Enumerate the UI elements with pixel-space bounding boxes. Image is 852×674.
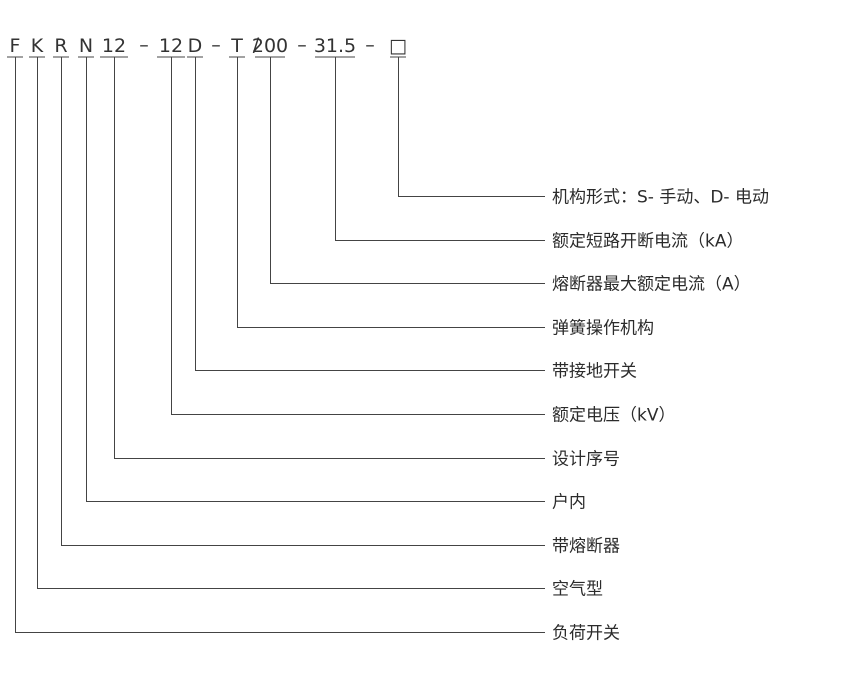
segment-meaning-label: 机构形式：S- 手动、D- 电动 [552, 188, 769, 208]
connector-line [237, 57, 545, 328]
segment-meaning-label: 负荷开关 [552, 624, 620, 644]
code-segment: 31.5 [314, 35, 356, 57]
connector-line [37, 57, 545, 589]
code-segment: K [31, 35, 44, 57]
connector-line [270, 57, 545, 284]
code-separator: – [365, 34, 375, 56]
code-separator: / [253, 34, 260, 56]
connector-line [335, 57, 545, 241]
connector-line [195, 57, 545, 371]
connector-line [114, 57, 545, 459]
code-separator: – [211, 34, 221, 56]
code-segment: 12 [159, 35, 183, 57]
segment-meaning-label: 设计序号 [552, 450, 620, 470]
segment-meaning-label: 带熔断器 [552, 537, 620, 557]
connector-line [61, 57, 545, 546]
code-separator: – [297, 34, 307, 56]
segment-meaning-label: 户内 [552, 493, 586, 513]
connector-lines [15, 57, 545, 633]
code-separator: – [139, 34, 149, 56]
connector-line [86, 57, 545, 502]
code-segment: □ [389, 35, 407, 57]
connector-line [15, 57, 545, 633]
code-segment: 12 [102, 35, 126, 57]
segment-meaning-label: 熔断器最大额定电流（A） [552, 275, 751, 295]
segment-meaning-label: 额定短路开断电流（kA） [552, 232, 743, 252]
segment-meaning-label: 弹簧操作机构 [552, 319, 654, 339]
meaning-labels: 负荷开关 空气型 带熔断器 户内 设计序号 额定电压（kV） 带接地开关 弹簧操作机构 熔断器最… [552, 188, 769, 644]
code-segment: R [54, 35, 67, 57]
segment-meaning-label: 额定电压（kV） [552, 406, 675, 426]
segment-meaning-label: 空气型 [552, 580, 603, 600]
code-segment: 200 [252, 35, 288, 57]
code-segment: T [230, 35, 243, 57]
code-segment: N [79, 35, 93, 57]
code-segment: D [188, 35, 203, 57]
segment-meaning-label: 带接地开关 [552, 362, 637, 382]
connector-line [398, 57, 545, 197]
connector-line [171, 57, 545, 415]
code-segment: F [10, 35, 21, 57]
